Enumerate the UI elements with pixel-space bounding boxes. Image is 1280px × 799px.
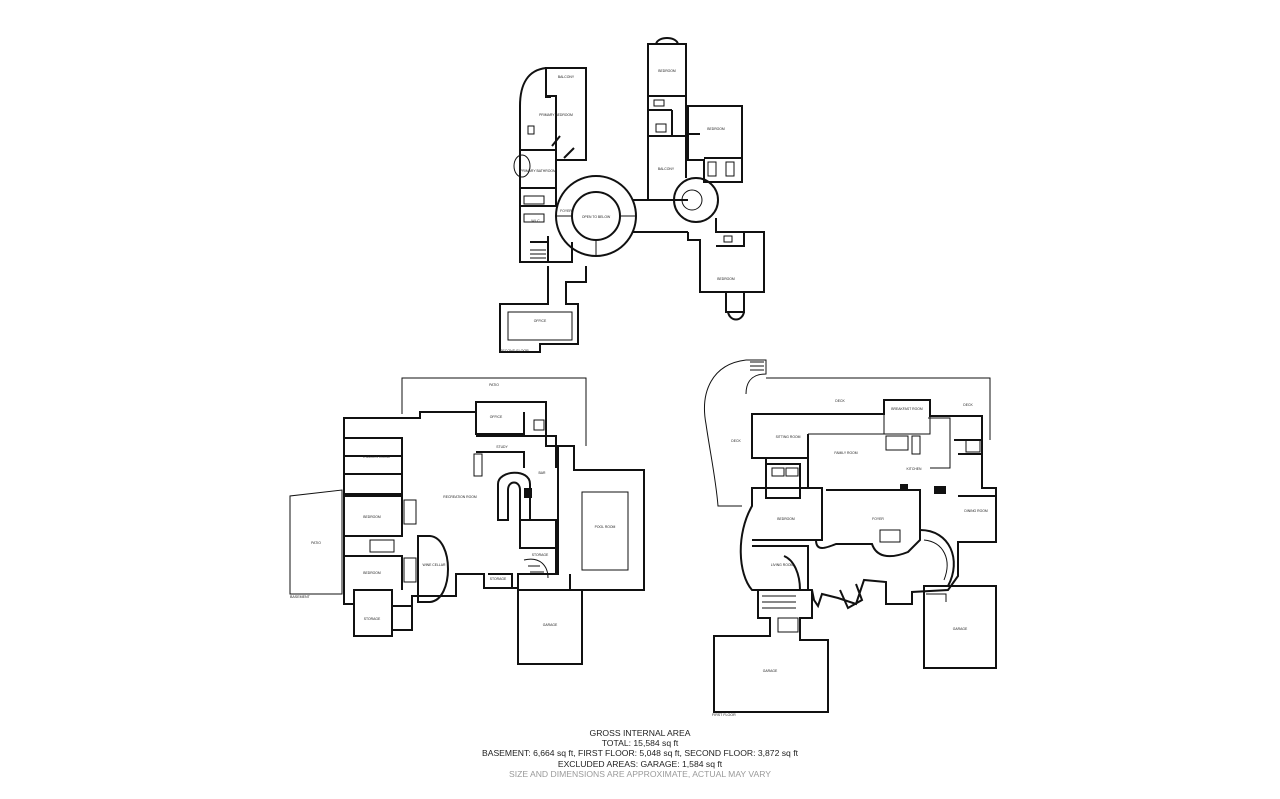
first-floor-plan: FIRST FLOOR DECK DECK DECK BREAKFAST ROO… [704,359,997,717]
room-label: FOYER [560,209,572,213]
room-label: BEDROOM [777,517,795,521]
room-label: DINING ROOM [964,509,988,513]
room-label: BEDROOM [707,127,725,131]
summary-floors: BASEMENT: 6,664 sq ft, FIRST FLOOR: 5,04… [481,748,798,759]
room-label: SITTING ROOM [776,435,801,439]
room-label: BREAKFAST ROOM [891,407,923,411]
room-label: GARAGE [543,623,558,627]
room-label: STORAGE [364,617,381,621]
room-label: RECREATION ROOM [443,495,477,499]
first-floor-label: FIRST FLOOR [712,713,736,717]
room-label: BEDROOM [363,571,381,575]
basement-plan: BASEMENT PATIO OFFICE THEATER ROOM RECRE… [289,377,645,665]
room-label: BEDROOM [363,515,381,519]
summary-disclaimer: SIZE AND DIMENSIONS ARE APPROXIMATE, ACT… [508,768,771,779]
room-label: W.I.C. [531,219,540,223]
room-label: THEATER ROOM [362,455,389,459]
room-label: BALCONY [558,75,575,79]
room-label: PRIMARY BEDROOM [539,113,573,117]
summary-title: GROSS INTERNAL AREA [589,728,691,738]
room-label: FOYER [872,517,884,521]
summary-total: TOTAL: 15,584 sq ft [601,738,679,749]
room-label: STUDY [496,445,508,449]
room-label: STORAGE [490,577,507,581]
room-label: PATIO [311,541,321,545]
room-label: DECK [963,403,973,407]
room-label: DECK [731,439,741,443]
room-label: BALCONY [658,167,675,171]
basement-label: BASEMENT [290,595,311,599]
room-label: BEDROOM [717,277,735,281]
room-label: STORAGE [532,553,549,557]
room-label: PATIO [489,383,499,387]
room-label: OFFICE [490,415,503,419]
room-label: GARAGE [953,627,968,631]
room-label: OPEN TO BELOW [582,215,611,219]
room-label: FAMILY ROOM [834,451,857,455]
room-label: BEDROOM [658,69,676,73]
room-label: BAR [539,471,547,475]
second-floor-label: SECOND FLOOR [500,349,529,353]
summary-excluded: EXCLUDED AREAS: GARAGE: 1,584 sq ft [557,758,723,769]
second-floor-plan: SECOND FLOOR BALCONY PRIMARY BEDROOM PRI… [499,37,765,353]
room-label: WINE CELLAR [423,563,447,567]
area-summary: GROSS INTERNAL AREA TOTAL: 15,584 sq ft … [440,728,840,779]
room-label: KITCHEN [907,467,922,471]
room-label: GARAGE [763,669,778,673]
room-label: OFFICE [534,319,547,323]
room-label: DECK [835,399,845,403]
room-label: POOL ROOM [595,525,616,529]
room-label: PRIMARY BATHROOM [520,169,556,173]
room-label: LIVING ROOM [771,563,794,567]
